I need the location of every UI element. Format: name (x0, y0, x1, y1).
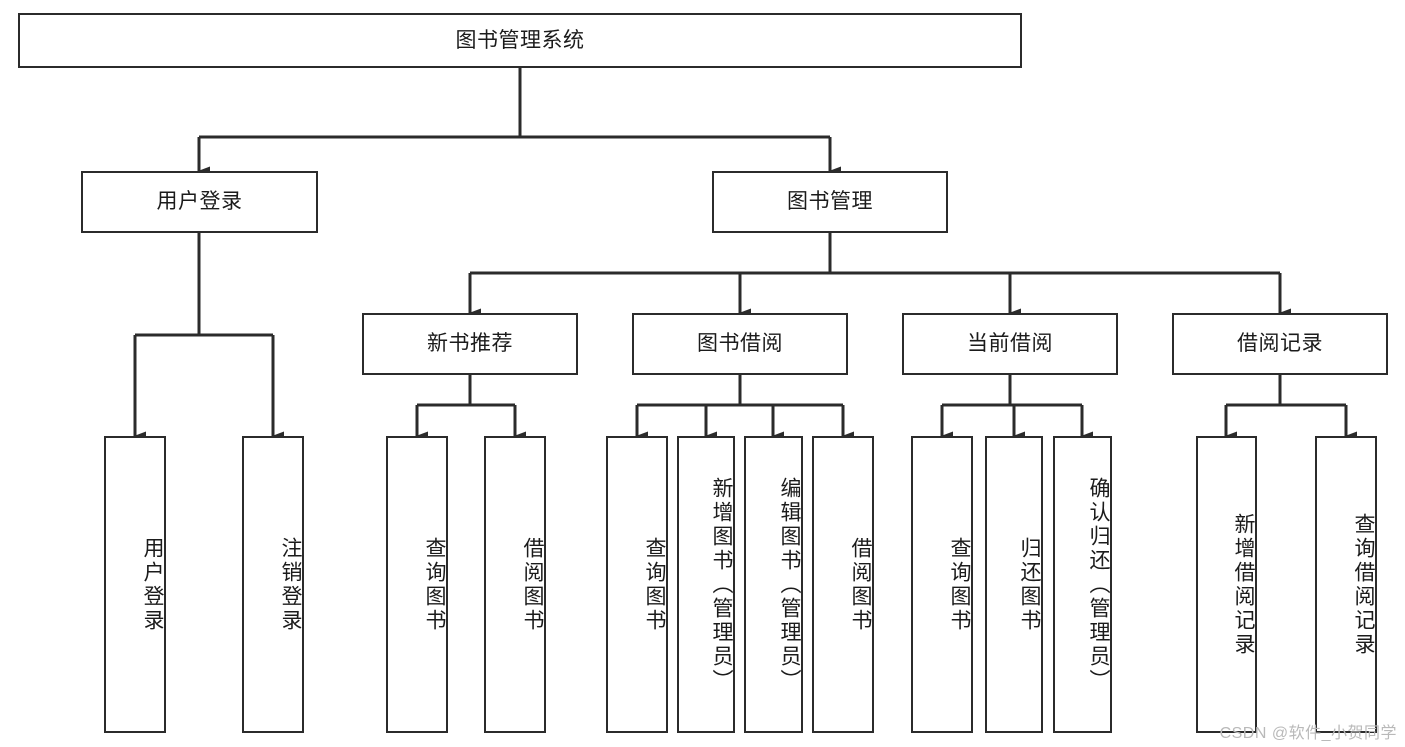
leaf-查询图书[interactable]: 查询图书 (911, 436, 973, 733)
node-label: 查询图书 (423, 536, 446, 633)
node-label: 借阅记录 (1237, 332, 1323, 356)
node-label: 查询借阅记录 (1352, 512, 1375, 657)
leaf-查询图书[interactable]: 查询图书 (386, 436, 448, 733)
node-label: 当前借阅 (967, 332, 1053, 356)
leaf-新增图书管理员[interactable]: 新增图书（管理员） (677, 436, 735, 733)
node-label: 查询图书 (948, 536, 971, 633)
node-label: 借阅图书 (521, 536, 544, 633)
leaf-注销登录[interactable]: 注销登录 (242, 436, 304, 733)
leaf-查询借阅记录[interactable]: 查询借阅记录 (1315, 436, 1377, 733)
node-label: 用户登录 (156, 190, 243, 214)
node-用户登录[interactable]: 用户登录 (81, 171, 318, 233)
leaf-编辑图书管理员[interactable]: 编辑图书（管理员） (744, 436, 803, 733)
leaf-查询图书[interactable]: 查询图书 (606, 436, 668, 733)
node-label: 查询图书 (643, 536, 666, 633)
node-label: 图书借阅 (697, 332, 783, 356)
node-label: 图书管理系统 (455, 28, 585, 52)
node-label: 新增图书（管理员） (710, 476, 733, 693)
node-label: 用户登录 (141, 536, 164, 633)
node-新书推荐[interactable]: 新书推荐 (362, 313, 578, 375)
node-root-book-management-system[interactable]: 图书管理系统 (18, 13, 1022, 68)
node-图书借阅[interactable]: 图书借阅 (632, 313, 848, 375)
node-借阅记录[interactable]: 借阅记录 (1172, 313, 1388, 375)
node-label: 编辑图书（管理员） (778, 476, 801, 693)
leaf-借阅图书[interactable]: 借阅图书 (484, 436, 546, 733)
node-label: 新书推荐 (427, 332, 513, 356)
leaf-归还图书[interactable]: 归还图书 (985, 436, 1043, 733)
node-label: 借阅图书 (849, 536, 872, 633)
node-label: 注销登录 (279, 536, 302, 633)
node-label: 新增借阅记录 (1232, 512, 1255, 657)
node-label: 归还图书 (1018, 536, 1041, 633)
node-label: 确认归还（管理员） (1087, 476, 1110, 693)
leaf-借阅图书[interactable]: 借阅图书 (812, 436, 874, 733)
node-当前借阅[interactable]: 当前借阅 (902, 313, 1118, 375)
leaf-新增借阅记录[interactable]: 新增借阅记录 (1196, 436, 1257, 733)
leaf-确认归还管理员[interactable]: 确认归还（管理员） (1053, 436, 1112, 733)
node-图书管理[interactable]: 图书管理 (712, 171, 948, 233)
leaf-用户登录[interactable]: 用户登录 (104, 436, 166, 733)
node-label: 图书管理 (787, 190, 873, 214)
